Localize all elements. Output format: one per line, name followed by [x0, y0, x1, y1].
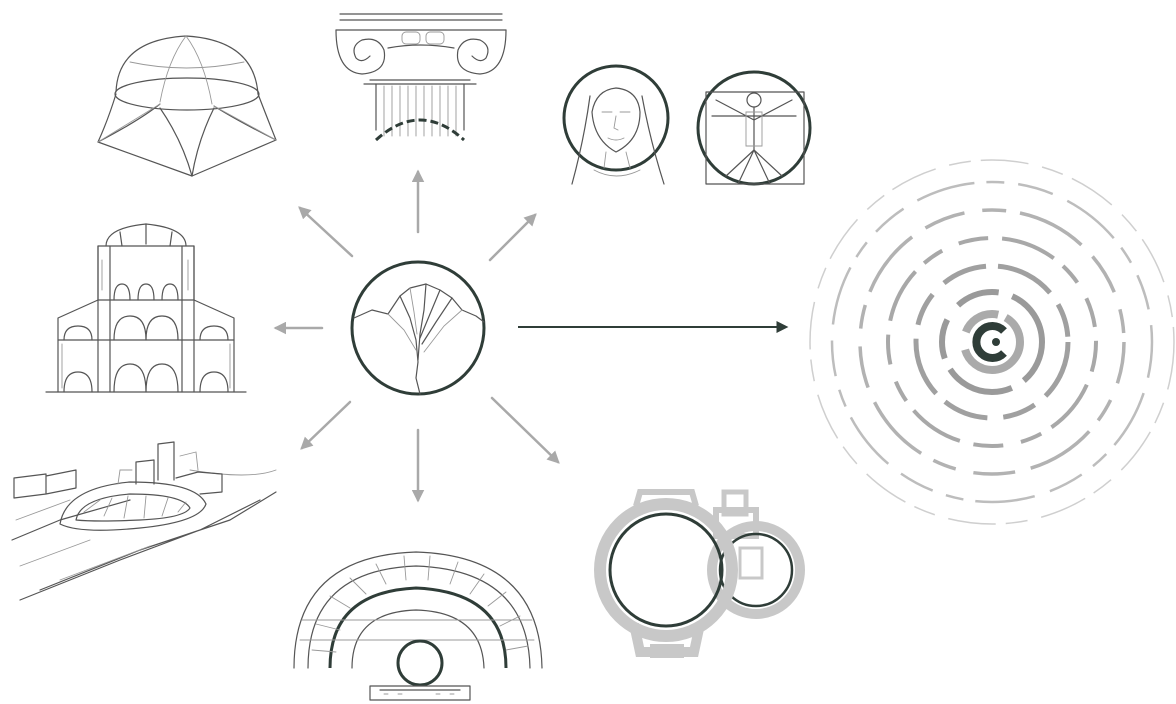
rotunda-floor-plan-icon — [600, 492, 800, 656]
tree-in-circle-icon — [352, 262, 484, 394]
arrow-up-right — [490, 215, 535, 260]
dome-with-pendentives-icon — [98, 36, 276, 176]
amphitheatre-landscape-icon — [12, 442, 276, 600]
arrow-down-left — [302, 402, 350, 448]
arrow-down-right — [492, 398, 558, 462]
vitruvian-man-icon — [698, 72, 810, 184]
greek-theatre-plan-icon — [294, 552, 542, 700]
ionic-column-capital-icon — [336, 14, 506, 140]
haloed-face-icon — [564, 66, 668, 184]
arrow-up-left — [300, 208, 352, 256]
concentric-dashed-rings-icon — [810, 160, 1174, 524]
church-section-icon — [46, 224, 246, 392]
